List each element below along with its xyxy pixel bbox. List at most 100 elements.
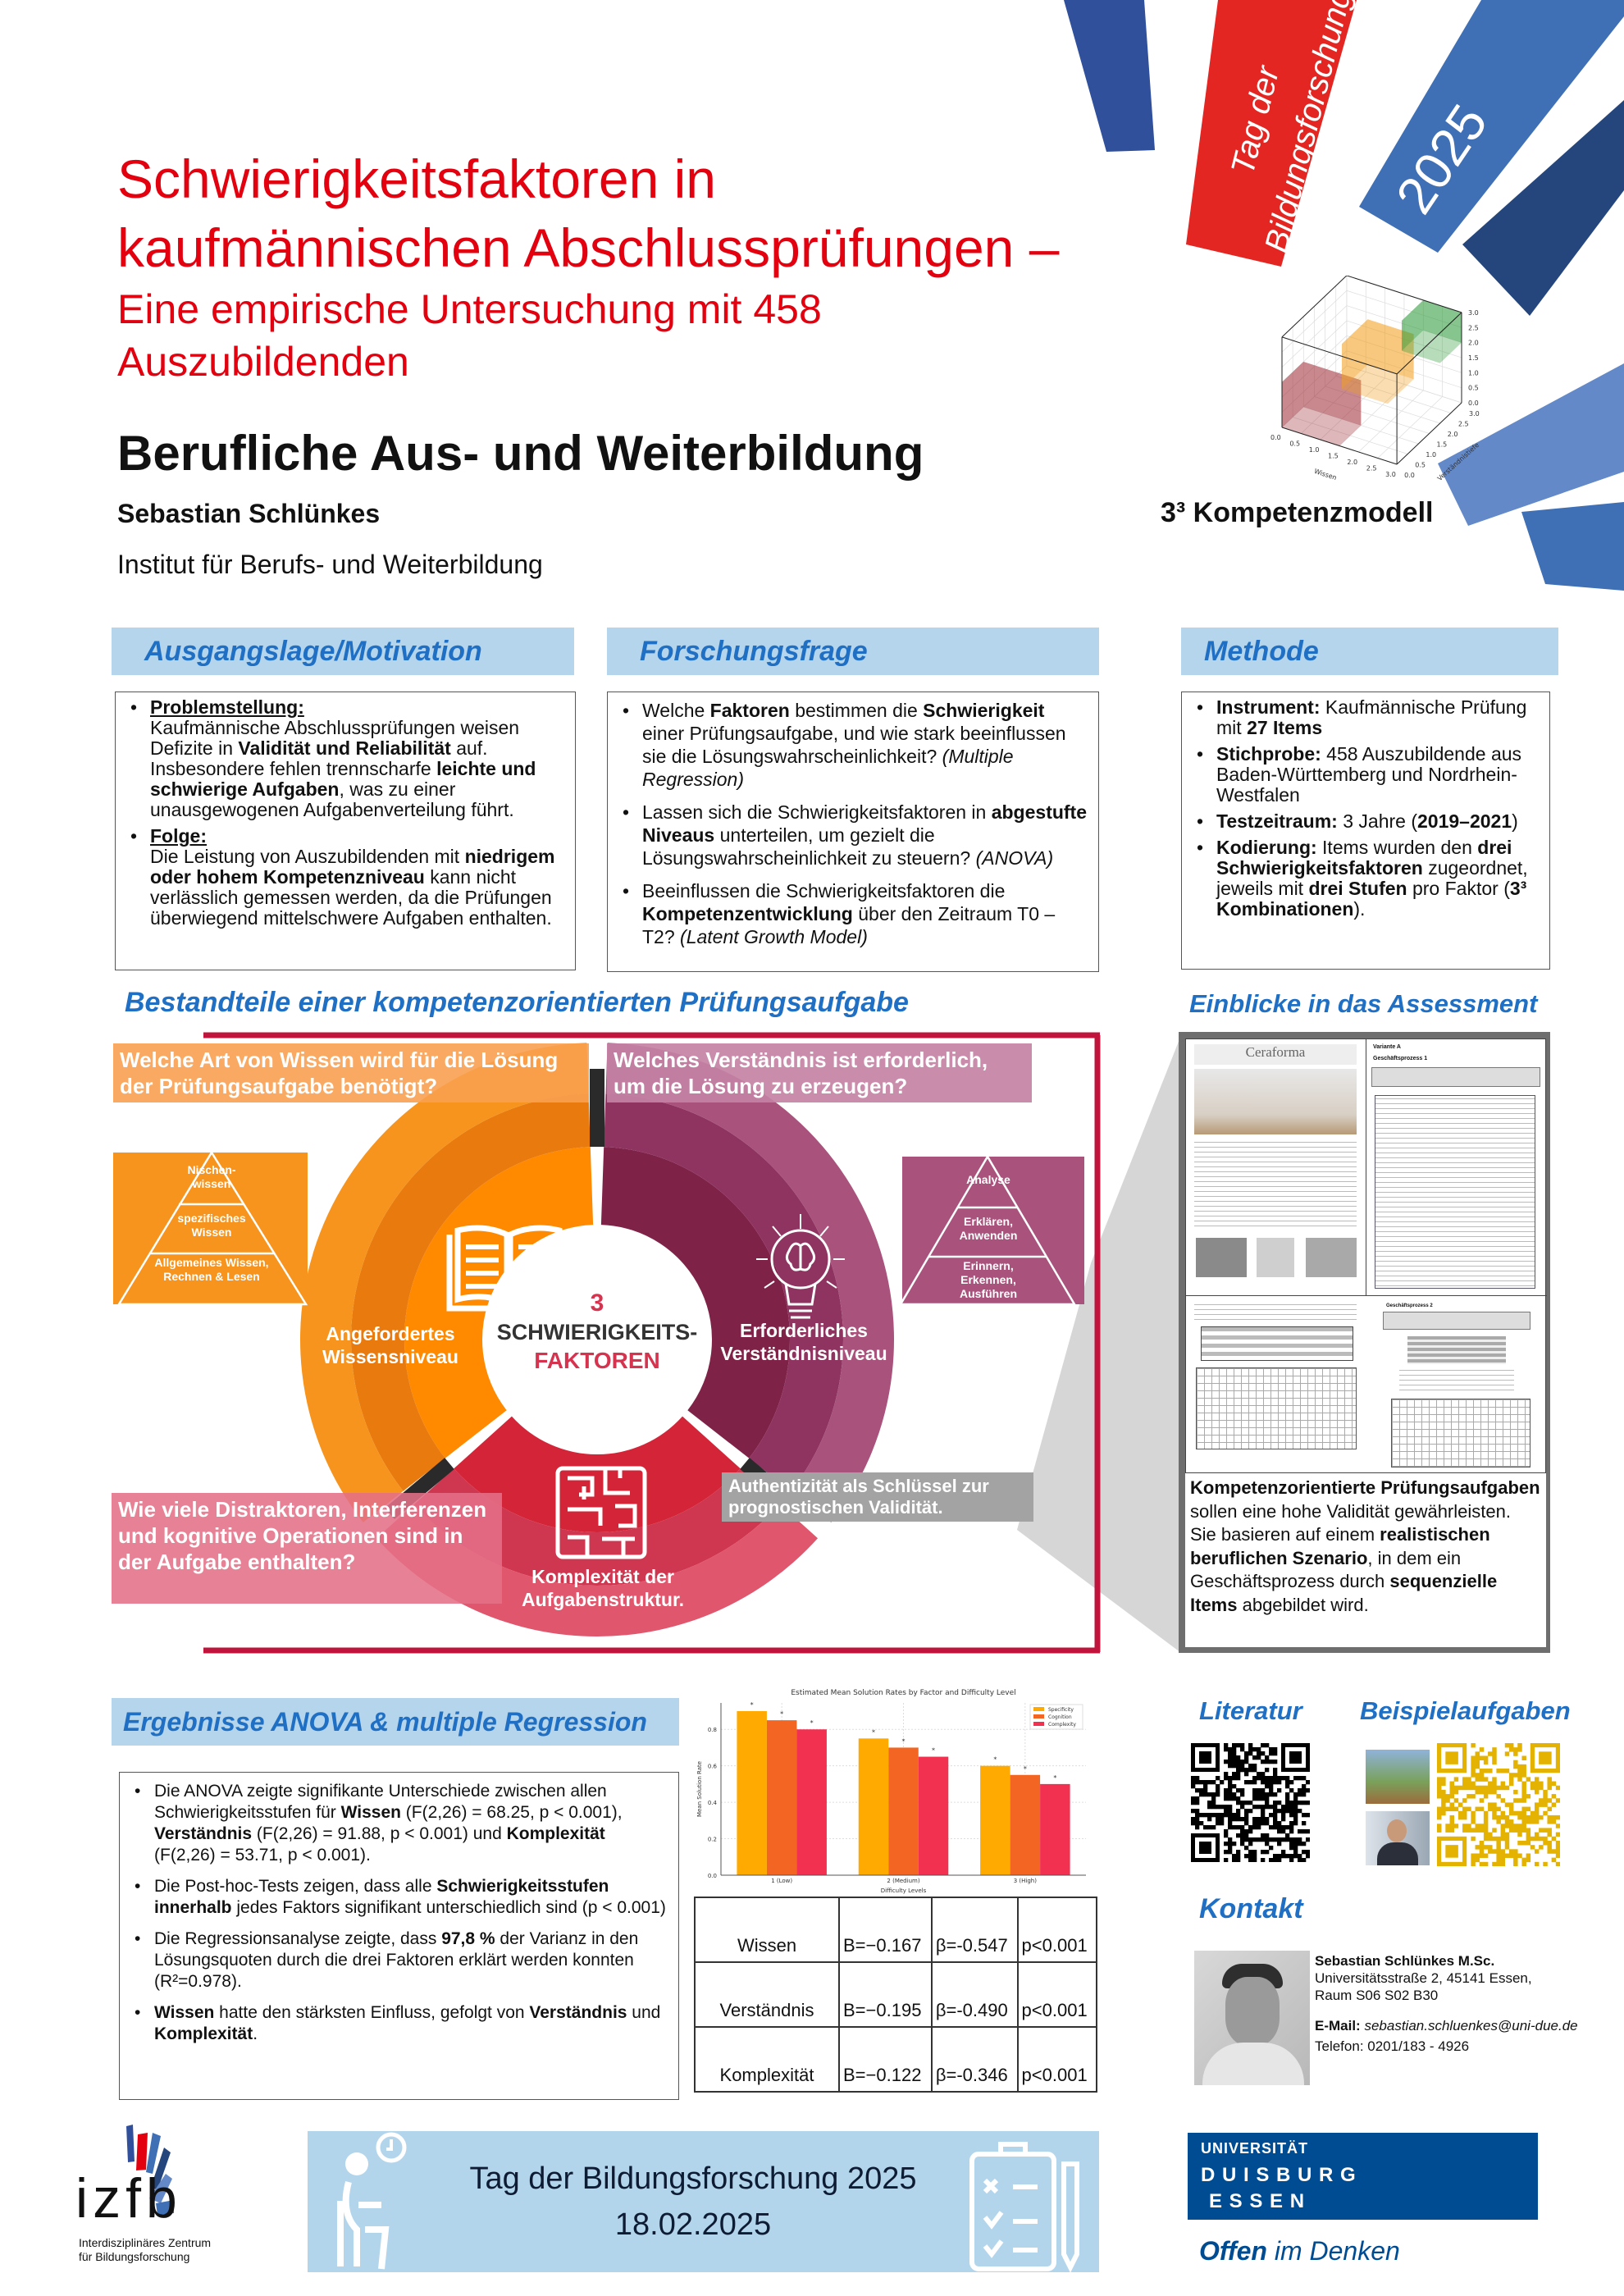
tick-label: 0.0 <box>1404 472 1415 479</box>
ude-slogan-bold: Offen <box>1199 2236 1267 2266</box>
tick-label: 0.5 <box>1415 462 1426 469</box>
text-run: Die Post-hoc-Tests zeigen, dass alle <box>154 1877 437 1896</box>
text-run: Die ANOVA zeigte signifikante Unterschie… <box>154 1782 607 1822</box>
significance-marker: * <box>932 1747 935 1755</box>
doc-page-company: Ceraforma <box>1186 1039 1366 1296</box>
text-run: Instrument: <box>1216 696 1321 718</box>
text-run: pro Faktor ( <box>1407 878 1510 899</box>
title-line: kaufmännischen Abschlussprüfungen – <box>117 217 1060 278</box>
model-cube-face <box>1303 361 1362 426</box>
text-run: Kompetenzorientierte Prüfungsaufgaben <box>1190 1477 1540 1498</box>
model-cube-face <box>1342 319 1368 390</box>
book-icon <box>446 1225 571 1312</box>
model-cube-face <box>1339 380 1362 446</box>
doc-situation-box <box>1383 1312 1530 1330</box>
text-run: Komplexität <box>506 1824 605 1843</box>
kompetenzmodell-3d-plot: 0.00.00.00.50.50.51.01.01.01.51.51.52.02… <box>1270 276 1480 482</box>
tick-label: 2.5 <box>1366 465 1377 472</box>
literatur-qr-code[interactable] <box>1191 1743 1310 1862</box>
banner-strip <box>1064 0 1155 152</box>
table-cell: p<0.001 <box>1016 1961 1098 2028</box>
bar-cognition-2 <box>888 1747 919 1875</box>
text-run: einer Prüfungsaufgabe, und wie stark bee… <box>642 723 1066 767</box>
ring-segment-red <box>414 1468 780 1586</box>
significance-marker: * <box>902 1737 906 1745</box>
contact-room: Raum S06 S02 B30 <box>1315 1988 1439 2003</box>
ring-segment-purple <box>605 1043 894 1522</box>
ring-segment-orange <box>404 1147 594 1458</box>
list-item: Die Regressionsanalyse zeigte, dass 97,8… <box>135 1929 667 1992</box>
text-run: Kodierung: <box>1216 837 1317 858</box>
banner-strip-red <box>1186 0 1357 267</box>
section-header-ausgangslage: Ausgangslage/Motivation <box>112 628 574 675</box>
contact-details: Sebastian Schlünkes M.Sc. Universitätsst… <box>1315 1952 1618 2055</box>
ude-line2: D U I S B U R G <box>1201 2164 1357 2186</box>
doc-calc-table <box>1407 1336 1506 1364</box>
contact-email-link[interactable]: sebastian.schluenkes@uni-due.de <box>1364 2018 1578 2034</box>
text-run: jedes Faktors signifikant unterschiedlic… <box>231 1898 666 1917</box>
pyramid-wissen-panel <box>113 1153 308 1304</box>
text-run: über den Zeitraum T0 – T2? <box>642 903 1056 947</box>
tick-label: 2.0 <box>1468 340 1479 347</box>
text-run: kann nicht verlässlich gemessen werden, … <box>150 866 552 929</box>
contact-photo <box>1194 1951 1310 2085</box>
doc-answer-grid <box>1196 1367 1357 1449</box>
text-run: (F(2,26) = 91.88, p < 0.001) und <box>252 1824 507 1843</box>
author-name: Sebastian Schlünkes <box>117 499 381 528</box>
text-run: bestimmen die <box>789 700 924 721</box>
text-run: Komplexität <box>154 2024 253 2043</box>
text-run: Faktoren <box>709 700 790 721</box>
table-cell: B=−0.167 <box>838 1897 933 1963</box>
center-number: 3 <box>590 1290 604 1317</box>
model-cube-face <box>1402 299 1462 333</box>
doc-page-process2: Geschäftsprozess 2 <box>1375 1302 1539 1470</box>
ude-line1: UNIVERSITÄT <box>1201 2140 1309 2157</box>
question-komplexitaet: Wie viele Distraktoren, Interferenzen un… <box>112 1493 502 1604</box>
model-cube-face <box>1282 381 1340 446</box>
significance-marker: * <box>810 1719 814 1727</box>
plot-line <box>1281 427 1398 465</box>
contact-address: Universitätsstraße 2, 45141 Essen, <box>1315 1970 1532 1986</box>
doc-text-lines <box>1399 1367 1514 1392</box>
text-run: der Varianz in den Lösungsquoten durch d… <box>154 1929 639 1991</box>
text-run: sollen eine hohe Validität gewährleisten… <box>1190 1500 1511 1545</box>
model-cube-face <box>1423 299 1462 343</box>
table-cell: β=-0.346 <box>930 2026 1019 2093</box>
plot-line <box>1346 290 1462 328</box>
banner-strip-dark <box>1462 100 1624 316</box>
tick-label: 2.0 <box>1347 459 1357 466</box>
plot-line <box>1281 276 1348 338</box>
text-run: abgebildet wird. <box>1237 1594 1369 1615</box>
text-run: (F(2,26) = 68.25, p < 0.001), <box>400 1803 623 1822</box>
model-cube-face <box>1367 319 1414 380</box>
significance-marker: * <box>993 1756 997 1764</box>
label-verstaendnisniveau: Erforderliches Verständnisniveau <box>720 1320 887 1364</box>
text-run: leichte und schwierige Aufgaben <box>150 758 536 800</box>
doc-brand: Ceraforma <box>1194 1044 1357 1065</box>
text-run: ). <box>1353 898 1366 920</box>
track-title: Berufliche Aus- und Weiterbildung <box>117 426 924 481</box>
question-wissen: Welche Art von Wissen wird für die Lösun… <box>113 1043 589 1102</box>
text-run: sequenzielle Items <box>1190 1571 1498 1615</box>
text-run: Stichprobe: <box>1216 743 1321 765</box>
y-tick-label: 0.6 <box>708 1764 718 1770</box>
bar-specificity-1 <box>737 1711 767 1875</box>
model-cube-face <box>1388 334 1414 404</box>
ude-slogan-rest: im Denken <box>1266 2236 1400 2266</box>
ausgangslage-list: Problemstellung:Kaufmännische Abschlussp… <box>130 697 563 929</box>
legend-label: Cognition <box>1048 1714 1072 1720</box>
ring-segment-orange <box>350 1093 591 1491</box>
chart-title: Estimated Mean Solution Rates by Factor … <box>791 1689 1015 1697</box>
beispielaufgaben-qr-code[interactable] <box>1437 1743 1560 1866</box>
text-run: (Multiple Regression) <box>642 746 1014 790</box>
tick-label: 1.0 <box>1468 369 1479 377</box>
title-line: Schwierigkeitsfaktoren in <box>117 148 716 209</box>
list-item: Die ANOVA zeigte signifikante Unterschie… <box>135 1781 667 1866</box>
ring-segment-orange <box>299 1043 589 1522</box>
legend-label: Specificity <box>1048 1707 1074 1713</box>
text-run: Verständnis <box>154 1824 253 1843</box>
section-header-bestandteile: Bestandteile einer kompetenzorientierten… <box>125 987 909 1018</box>
pyramid-level: Erklären, Anwenden <box>959 1215 1018 1242</box>
bar-complexity-3 <box>1040 1783 1070 1875</box>
banner-strip-bottom <box>1521 502 1624 591</box>
